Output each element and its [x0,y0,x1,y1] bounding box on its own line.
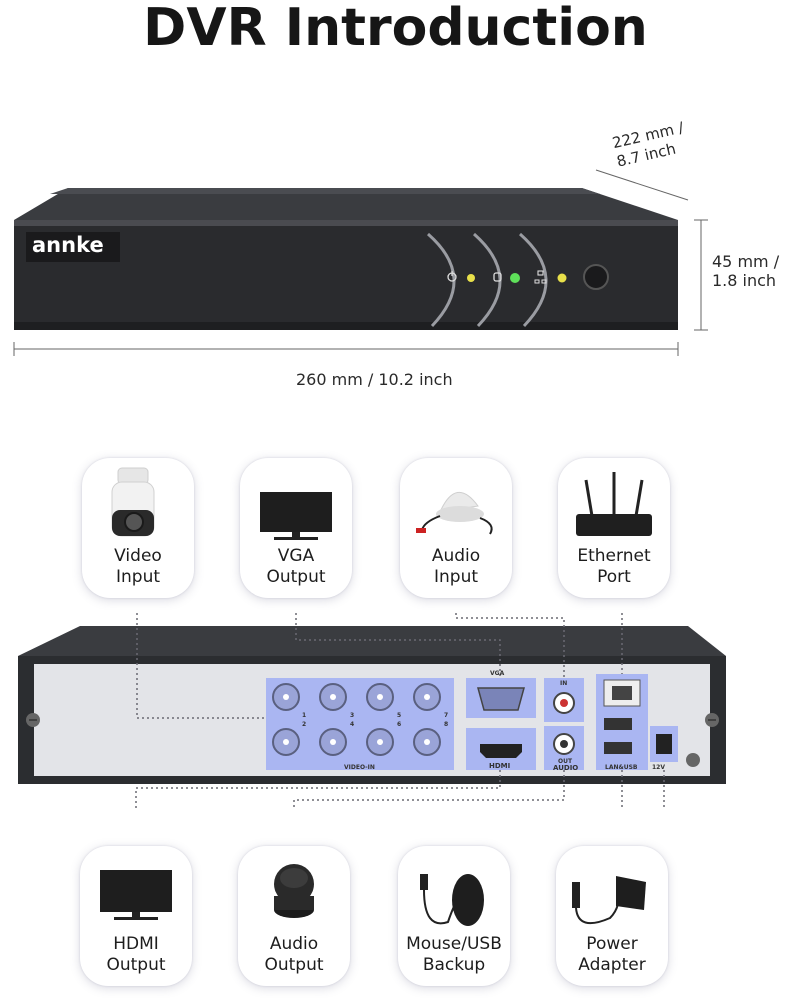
card-audio-output: Audio Output [238,846,350,986]
microphone-icon [416,492,493,535]
channel-number-5: 5 [397,712,402,719]
hdd-indicator-icon [493,272,502,282]
power-adapter-icon [572,876,646,925]
network-indicator-icon [537,270,544,276]
card-label: Mouse/USB Backup [406,934,502,975]
card-label: Ethernet Port [577,546,651,587]
channel-number-4: 4 [350,721,355,728]
page-title: DVR Introduction [143,0,648,58]
card-label: Audio Input [431,546,481,587]
ir-receiver [583,264,609,290]
card-hdmi-output: HDMI Output [80,846,192,986]
led-green [510,273,520,283]
led-yellow-2 [557,273,567,283]
monitor-icon [260,492,332,540]
card-label: VGA Output [266,546,326,587]
cctv-camera-icon [111,467,155,537]
card-power-adapter: Power Adapter [556,846,668,986]
monitor-icon [100,870,172,920]
card-ethernet-port: Ethernet Port [558,458,670,598]
card-label: Power Adapter [578,934,646,975]
hdmi-label: HDMI [489,762,511,770]
height-dimension-label: 45 mm / 1.8 inch [712,252,780,290]
channel-number-3: 3 [350,712,355,719]
brand-logo: annke [32,233,104,257]
audio-in-label: IN [560,680,568,687]
dvr-rear-view [18,610,726,810]
card-video-input: Video Input [82,458,194,598]
brand-plate [26,232,120,262]
mouse-icon [420,874,484,926]
speaker-icon [274,864,314,918]
card-label: Video Input [114,546,162,587]
lan-usb-label: LAN&USB [605,764,638,771]
audio-label: AUDIO [553,764,579,772]
card-label: Audio Output [264,934,324,975]
card-label: HDMI Output [106,934,166,975]
dvr-front-view [13,169,708,356]
led-yellow [467,274,475,282]
card-audio-input: Audio Input [400,458,512,598]
channel-number-7: 7 [444,712,449,719]
card-vga-output: VGA Output [240,458,352,598]
channel-number-8: 8 [444,721,449,728]
audio-out-label: OUT [558,758,573,765]
channel-number-2: 2 [302,721,307,728]
channel-number-1: 1 [302,712,307,719]
vga-label: VGA [490,670,505,677]
video-in-label: VIDEO-IN [344,764,375,771]
router-icon [576,472,652,536]
card-mouse-usb-backup: Mouse/USB Backup [398,846,510,986]
width-dimension-label: 260 mm / 10.2 inch [296,370,453,389]
channel-number-6: 6 [397,721,402,728]
power-port-label: 12V [652,764,665,771]
